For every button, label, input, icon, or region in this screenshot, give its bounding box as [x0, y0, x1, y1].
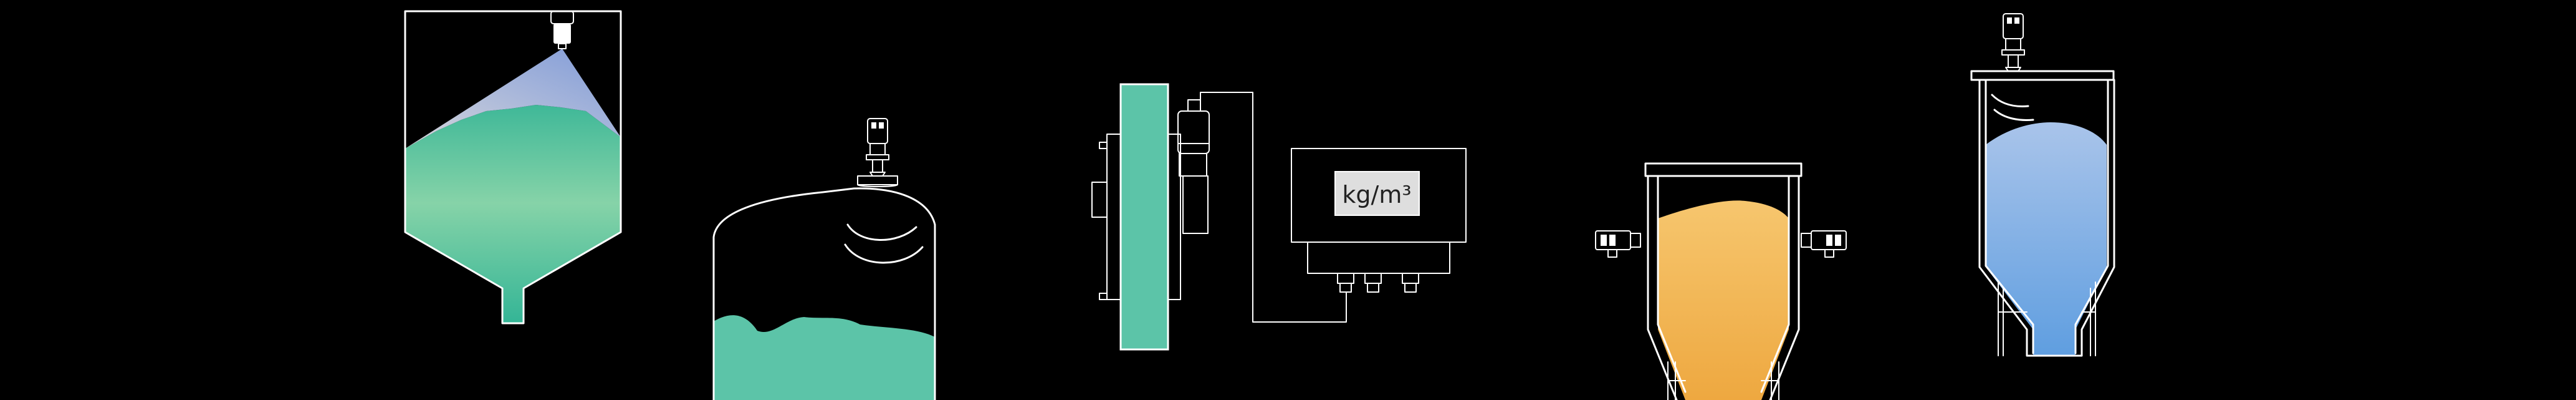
silo-1-material [405, 105, 621, 323]
radiometric-detector-icon [1177, 99, 1210, 234]
silo-1-radar-beam [405, 49, 621, 149]
radar-level-sensor-icon [550, 11, 574, 49]
vessel-4-material [1658, 200, 1789, 400]
silo-5-echo-arcs [1991, 94, 2034, 121]
radar-level-sensor-icon [866, 118, 889, 177]
silo-radar-level-blue [1970, 13, 2115, 357]
tank-2-outline [712, 187, 936, 400]
radiometric-detector-icon [1801, 230, 1847, 258]
radiometric-source-icon [1595, 230, 1641, 258]
signal-cable [1200, 92, 1347, 323]
tank-2-liquid [714, 315, 935, 400]
silo-conical-bulk-solids [404, 10, 622, 324]
pipe-density-measurement: kg/m³ [1091, 83, 1467, 351]
display-unit-label: kg/m³ [1342, 181, 1411, 208]
vessel-radiometric-level [1595, 162, 1847, 400]
vessel-4-outline [1647, 175, 1800, 400]
silo-5-outline [1978, 79, 2115, 357]
silo-1-outline [404, 10, 622, 324]
silo-5-material [1986, 122, 2107, 356]
density-transmitter-icon: kg/m³ [1291, 148, 1467, 293]
radar-level-sensor-icon [2001, 13, 2025, 72]
tank-liquid-level [712, 118, 936, 400]
tank-2-echo-arcs [844, 223, 924, 264]
